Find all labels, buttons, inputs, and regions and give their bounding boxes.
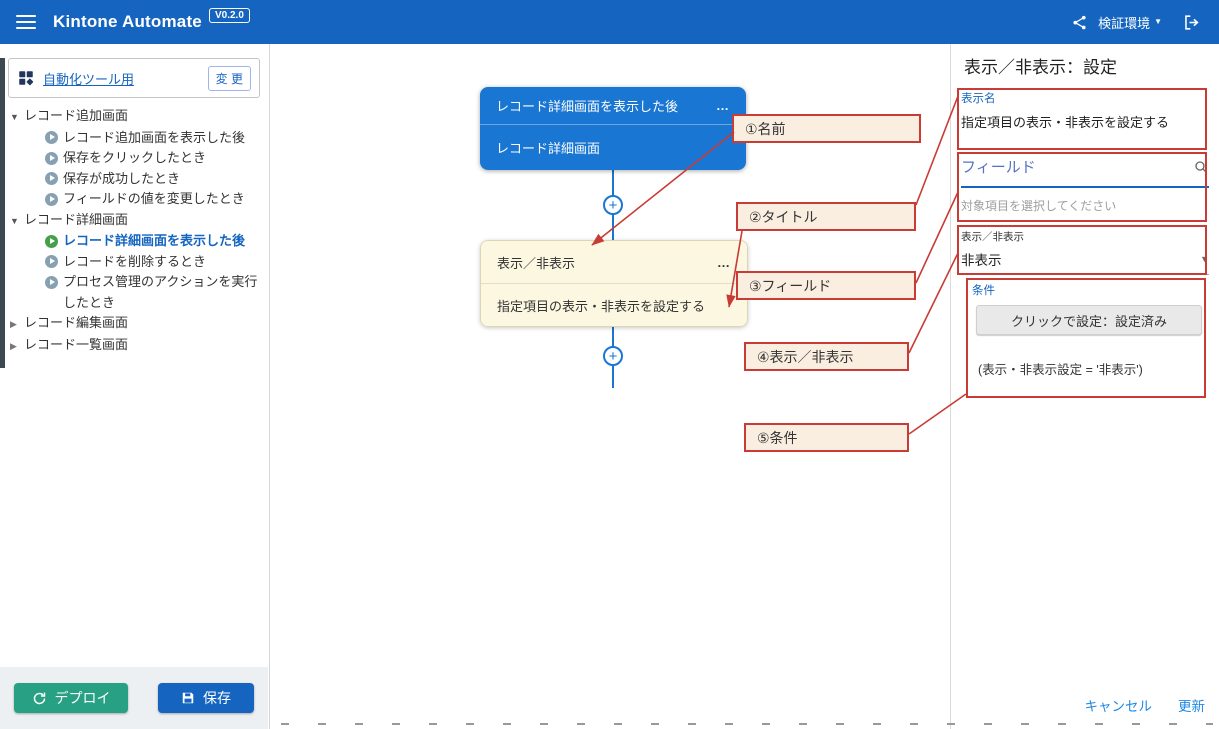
version-badge: V0.2.0 (208, 7, 250, 23)
visibility-value: 非表示 (961, 253, 1002, 268)
app-selector-box: 自動化ツール用 変 更 (8, 58, 260, 98)
annotation-field: ③フィールド (736, 271, 916, 300)
header-left: Kintone Automate V0.2.0 (16, 7, 250, 32)
sidebar-footer: デプロイ 保存 (0, 667, 268, 729)
visibility-label: 表示／非表示 (961, 231, 1024, 243)
app-link[interactable]: 自動化ツール用 (43, 71, 135, 87)
tree-item-detail-shown-selected[interactable]: レコード詳細画面を表示した後 (0, 231, 269, 252)
hamburger-menu-icon[interactable] (16, 15, 36, 29)
annotation-name: ①名前 (732, 114, 921, 143)
event-play-icon (45, 275, 58, 289)
sidebar: 自動化ツール用 変 更 ▼ レコード追加画面 レコード追加画面を表示した後 保存を… (0, 44, 270, 729)
top-header: Kintone Automate V0.2.0 検証環境 ▼ (0, 0, 1219, 44)
tree-parent-label: レコード詳細画面 (24, 211, 129, 227)
field-input[interactable]: フィールド (961, 156, 1209, 188)
search-icon[interactable] (1193, 159, 1209, 175)
annotation-title: ②タイトル (736, 202, 916, 231)
logout-icon[interactable] (1182, 13, 1201, 32)
event-play-icon (45, 151, 58, 165)
caret-down-icon[interactable]: ▼ (1154, 17, 1162, 26)
tree-item-label: 保存をクリックしたとき (63, 150, 207, 165)
event-tree: ▼ レコード追加画面 レコード追加画面を表示した後 保存をクリックしたとき 保存が… (0, 106, 269, 356)
tree-item-label: レコードを削除するとき (63, 253, 207, 269)
action-node-header: 表示／非表示 … (481, 241, 747, 284)
sync-icon (32, 691, 47, 706)
action-node-title: 表示／非表示 (497, 255, 576, 271)
tree-item-save-clicked[interactable]: 保存をクリックしたとき (0, 148, 269, 169)
tree-item-add-shown[interactable]: レコード追加画面を表示した後 (0, 128, 269, 149)
field-selector[interactable]: フィールド 対象項目を選択してください (961, 156, 1209, 214)
condition-section: 条件 クリックで設定：設定済み (表示・非表示設定 = '非表示') (961, 281, 1209, 378)
event-play-icon (45, 131, 58, 144)
action-node[interactable]: 表示／非表示 … 指定項目の表示・非表示を設定する (480, 240, 748, 327)
tree-parent-label: レコード編集画面 (24, 315, 129, 330)
tree-parent-label: レコード一覧画面 (24, 336, 129, 352)
visibility-select[interactable]: 表示／非表示 非表示 ▼ (961, 229, 1209, 275)
event-play-icon (45, 255, 58, 268)
tree-parent-record-list[interactable]: ▶ レコード一覧画面 (0, 335, 269, 357)
trigger-node-header: レコード詳細画面を表示した後 … (480, 87, 746, 125)
tree-item-record-delete[interactable]: レコードを削除するとき (0, 252, 269, 273)
trigger-node[interactable]: レコード詳細画面を表示した後 … レコード詳細画面 (480, 87, 746, 170)
field-label: フィールド (961, 159, 1036, 176)
node-menu-icon[interactable]: … (717, 254, 731, 270)
tree-item-label: プロセス管理のアクションを実行したとき (63, 274, 258, 310)
event-play-icon (45, 172, 58, 185)
condition-label: 条件 (972, 285, 995, 297)
condition-set-button[interactable]: クリックで設定：設定済み (976, 305, 1202, 335)
sidebar-scrollbar[interactable] (0, 58, 5, 368)
settings-panel: 表示／非表示：設定 表示名 指定項目の表示・非表示を設定する フィールド 対象項… (950, 44, 1219, 729)
tree-parent-label: レコード追加画面 (24, 108, 129, 123)
add-step-button[interactable]: + (603, 195, 623, 215)
cancel-link[interactable]: キャンセル (1084, 699, 1153, 714)
add-step-button[interactable]: + (603, 346, 623, 366)
header-right: 検証環境 ▼ (1071, 13, 1201, 32)
expand-icon: ▶ (10, 340, 17, 351)
save-icon (181, 691, 195, 705)
tree-item-label: レコード追加画面を表示した後 (63, 129, 246, 145)
node-menu-icon[interactable]: … (716, 98, 730, 113)
action-node-subtitle: 指定項目の表示・非表示を設定する (497, 298, 706, 314)
save-button-label: 保存 (203, 690, 231, 706)
tree-item-process-action[interactable]: プロセス管理のアクションを実行したとき (0, 272, 269, 313)
display-name-field[interactable]: 表示名 指定項目の表示・非表示を設定する (961, 90, 1209, 131)
tree-item-label: 保存が成功したとき (63, 170, 181, 186)
event-play-icon (45, 192, 58, 206)
trigger-node-subtitle: レコード詳細画面 (496, 141, 601, 156)
tree-parent-record-add[interactable]: ▼ レコード追加画面 (0, 106, 269, 128)
update-link[interactable]: 更新 (1178, 699, 1205, 714)
tree-parent-record-detail[interactable]: ▼ レコード詳細画面 (0, 210, 269, 232)
annotation-visibility: ④表示／非表示 (744, 342, 909, 371)
expand-icon: ▶ (10, 319, 17, 329)
action-node-body: 指定項目の表示・非表示を設定する (481, 284, 747, 326)
collapse-icon: ▼ (10, 112, 19, 122)
tree-parent-record-edit[interactable]: ▶ レコード編集画面 (0, 313, 269, 335)
panel-title: 表示／非表示：設定 (964, 58, 1117, 77)
deploy-button-label: デプロイ (54, 690, 111, 706)
dropdown-caret-icon: ▼ (1200, 254, 1209, 264)
share-icon[interactable] (1071, 14, 1088, 31)
event-play-icon-green (45, 234, 58, 248)
tree-item-save-success[interactable]: 保存が成功したとき (0, 169, 269, 190)
change-button[interactable]: 変 更 (207, 65, 251, 91)
tree-item-label: レコード詳細画面を表示した後 (63, 233, 246, 248)
tree-item-field-changed[interactable]: フィールドの値を変更したとき (0, 189, 269, 210)
app-blocks-icon (17, 69, 35, 87)
display-name-label: 表示名 (961, 93, 996, 105)
trigger-node-title: レコード詳細画面を表示した後 (496, 99, 679, 114)
environment-selector[interactable]: 検証環境 (1098, 15, 1151, 31)
tree-item-label: フィールドの値を変更したとき (63, 191, 245, 206)
display-name-value[interactable]: 指定項目の表示・非表示を設定する (961, 115, 1170, 130)
panel-actions: キャンセル 更新 (1085, 695, 1206, 715)
field-placeholder: 対象項目を選択してください (961, 199, 1117, 213)
app-title: Kintone Automate (53, 12, 202, 31)
save-button[interactable]: 保存 (158, 683, 254, 713)
deploy-button[interactable]: デプロイ (14, 683, 128, 713)
trigger-node-body: レコード詳細画面 (480, 125, 746, 170)
collapse-icon: ▼ (10, 215, 19, 226)
annotation-condition: ⑤条件 (744, 423, 909, 452)
visibility-dropdown[interactable]: 非表示 ▼ (961, 249, 1209, 275)
condition-summary: (表示・非表示設定 = '非表示') (978, 363, 1143, 377)
